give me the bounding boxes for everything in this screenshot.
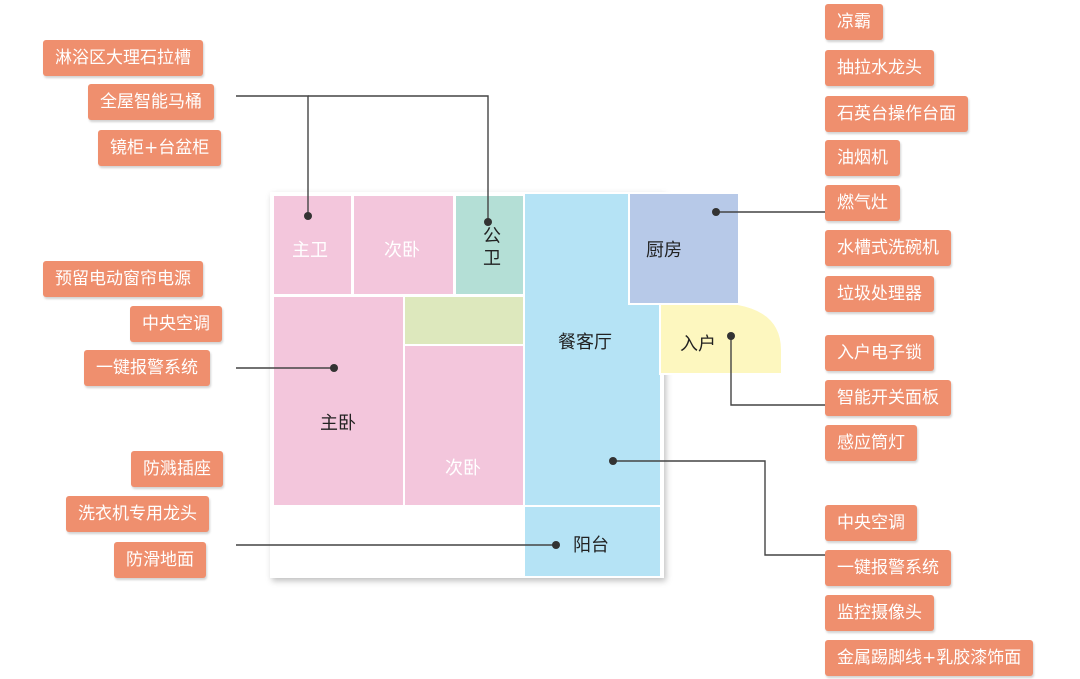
tag-kitchen-4: 油烟机 (825, 140, 900, 176)
tag-living-1: 中央空调 (825, 505, 917, 541)
tag-kitchen-7: 垃圾处理器 (825, 276, 934, 312)
tag-balcony-2: 洗衣机专用龙头 (66, 496, 209, 532)
room-label-master-bedroom: 主卧 (320, 413, 356, 434)
room-balcony: 阳台 (523, 505, 662, 578)
room-second-bedroom-bottom: 次卧 (403, 344, 525, 507)
tag-kitchen-2: 抽拉水龙头 (825, 50, 934, 86)
tag-living-3: 监控摄像头 (825, 595, 934, 631)
connector-entrance (730, 336, 825, 406)
dot-entrance (727, 332, 735, 340)
tag-entrance-1: 入户电子锁 (825, 335, 934, 371)
tag-kitchen-6: 水槽式洗碗机 (825, 230, 951, 266)
public-bath-char-1: 公 (483, 226, 501, 247)
tag-bedroom-1: 预留电动窗帘电源 (43, 261, 203, 297)
tag-kitchen-5: 燃气灶 (825, 185, 900, 221)
tag-bedroom-3: 一键报警系统 (84, 350, 210, 386)
room-label-balcony: 阳台 (573, 535, 609, 556)
room-master-bedroom: 主卧 (272, 295, 405, 507)
room-label-public-bath: 公 卫 (482, 226, 502, 270)
room-kitchen: 厨房 (628, 192, 740, 305)
entrance-area (659, 303, 783, 375)
tag-balcony-1: 防溅插座 (131, 451, 223, 487)
room-label-entrance: 入户 (680, 334, 716, 355)
corridor-area (403, 295, 525, 346)
room-label-kitchen: 厨房 (646, 240, 682, 261)
public-bath-char-2: 卫 (483, 248, 501, 269)
tag-entrance-2: 智能开关面板 (825, 380, 951, 416)
tag-bedroom-2: 中央空调 (130, 306, 222, 342)
room-second-bedroom-top: 次卧 (352, 194, 455, 296)
room-public-bath: 公 卫 (454, 194, 525, 296)
room-label-second-bedroom-top: 次卧 (384, 240, 420, 261)
room-master-bath: 主卫 (272, 194, 353, 296)
tag-living-2: 一键报警系统 (825, 550, 951, 586)
tag-kitchen-1: 凉霸 (825, 4, 883, 40)
tag-living-4: 金属踢脚线+乳胶漆饰面 (825, 640, 1034, 676)
room-label-living-dining: 餐客厅 (558, 332, 612, 353)
tag-entrance-3: 感应筒灯 (825, 425, 917, 461)
room-label-master-bath: 主卫 (292, 240, 328, 261)
room-label-second-bedroom-bottom: 次卧 (445, 458, 481, 479)
tag-kitchen-3: 石英台操作台面 (825, 96, 968, 132)
tag-balcony-3: 防滑地面 (114, 542, 206, 578)
tag-bath-3: 镜柜+台盆柜 (98, 130, 222, 166)
floor-plan: 主卫 次卧 公 卫 餐客厅 厨房 主卧 次卧 (270, 192, 740, 578)
tag-bath-1: 淋浴区大理石拉槽 (43, 40, 203, 76)
tag-bath-2: 全屋智能马桶 (88, 84, 214, 120)
